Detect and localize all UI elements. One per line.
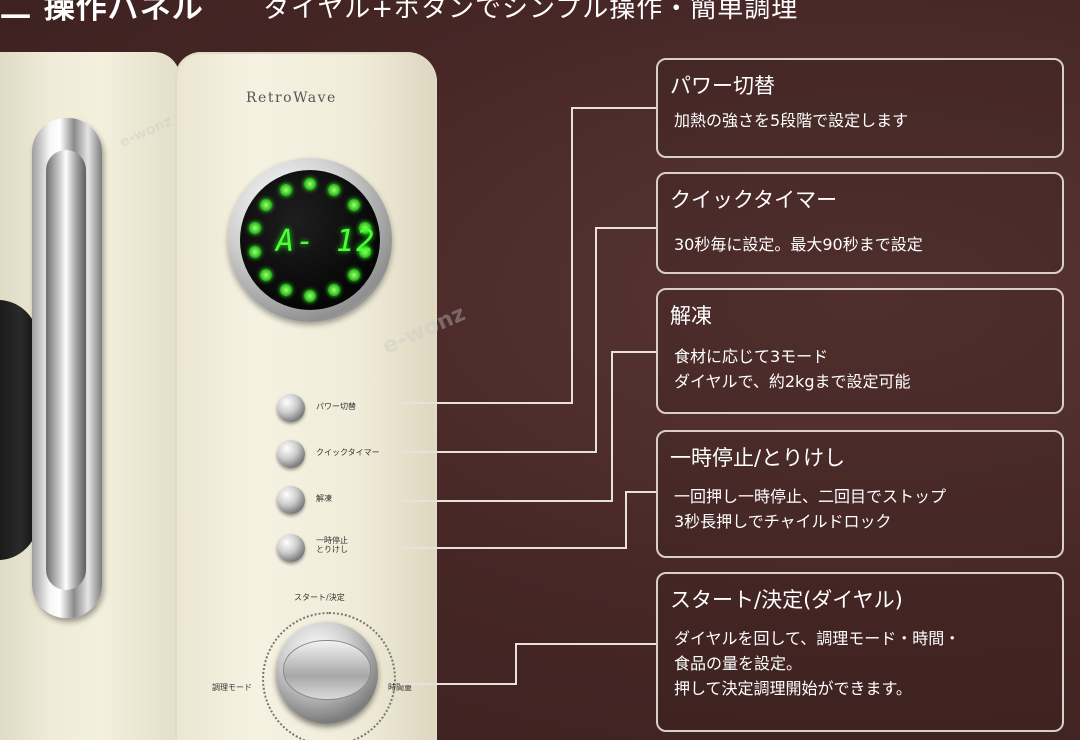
dial-grip[interactable] xyxy=(283,640,371,700)
callout-defrost-line2: ダイヤルで、約2kgまで設定可能 xyxy=(674,372,911,391)
callout-dial-line3: 押して決定調理開始ができます。 xyxy=(674,679,912,698)
callout-dial-line1: ダイヤルを回して、調理モード・時間・ xyxy=(674,629,961,648)
dial-top-label: スタート/決定 xyxy=(294,593,345,602)
brand-logo: RetroWave xyxy=(246,90,337,106)
callout-pause-line2: 3秒長押しでチャイルドロック xyxy=(674,512,892,531)
led-indicator xyxy=(347,268,360,281)
callout-power-title: パワー切替 xyxy=(670,74,775,98)
led-indicator xyxy=(358,246,371,259)
dial-right-label: 時間量 xyxy=(388,683,412,692)
callout-quick-timer: クイックタイマー 30秒毎に設定。最大90秒まで設定 xyxy=(656,172,1064,274)
pause-cancel-label: 一時停止 とりけし xyxy=(316,536,348,554)
quick-timer-label: クイックタイマー xyxy=(316,448,380,457)
callout-power: パワー切替 加熱の強さを5段階で設定します xyxy=(656,58,1064,158)
power-switch-button[interactable] xyxy=(277,394,305,422)
callout-pause: 一時停止/とりけし 一回押し一時停止、二回目でストップ 3秒長押しでチャイルドロ… xyxy=(656,430,1064,558)
callout-defrost-line1: 食材に応じて3モード xyxy=(674,347,829,366)
defrost-button[interactable] xyxy=(277,486,305,514)
callout-dial: スタート/決定(ダイヤル) ダイヤルを回して、調理モード・時間・ 食品の量を設定… xyxy=(656,572,1064,732)
pause-cancel-label-line1: 一時停止 xyxy=(316,536,348,545)
display-readout: A- 12 xyxy=(276,224,377,259)
led-indicator xyxy=(304,178,316,190)
callout-power-body: 加熱の強さを5段階で設定します xyxy=(674,108,908,133)
callout-pause-title: 一時停止/とりけし xyxy=(670,446,846,470)
header: 二 操作パネル ダイヤル+ボタンでシンプル操作・簡単調理 xyxy=(0,0,1080,40)
dial-left-label: 調理モード xyxy=(212,683,252,692)
led-indicator xyxy=(328,183,341,196)
callout-pause-line1: 一回押し一時停止、二回目でストップ xyxy=(674,487,947,506)
led-indicator xyxy=(249,246,262,259)
callout-dial-body: ダイヤルを回して、調理モード・時間・ 食品の量を設定。 押して決定調理開始ができ… xyxy=(674,626,960,701)
door-window xyxy=(0,300,38,560)
door-handle-highlight xyxy=(46,150,86,590)
callout-dial-line2: 食品の量を設定。 xyxy=(674,654,803,673)
led-indicator xyxy=(249,221,262,234)
led-indicator xyxy=(279,284,292,297)
callout-defrost-body: 食材に応じて3モード ダイヤルで、約2kgまで設定可能 xyxy=(674,344,910,394)
header-title: 二 操作パネル xyxy=(0,0,204,26)
callout-power-line1: 加熱の強さを5段階で設定します xyxy=(674,111,909,130)
callout-dial-title: スタート/決定(ダイヤル) xyxy=(670,588,903,612)
callout-quick-timer-title: クイックタイマー xyxy=(670,188,838,212)
power-switch-label: パワー切替 xyxy=(316,402,356,411)
defrost-label: 解凍 xyxy=(316,494,332,503)
callout-pause-body: 一回押し一時停止、二回目でストップ 3秒長押しでチャイルドロック xyxy=(674,484,946,534)
led-indicator xyxy=(358,221,371,234)
display-screen xyxy=(240,170,380,310)
pause-cancel-button[interactable] xyxy=(277,534,305,562)
header-subtitle: ダイヤル+ボタンでシンプル操作・簡単調理 xyxy=(264,0,799,24)
led-indicator xyxy=(260,268,273,281)
callout-defrost-title: 解凍 xyxy=(670,304,712,328)
led-indicator xyxy=(260,199,273,212)
pause-cancel-label-line2: とりけし xyxy=(316,545,348,554)
callout-quick-timer-line1: 30秒毎に設定。最大90秒まで設定 xyxy=(674,235,923,254)
dial-scale xyxy=(262,612,396,740)
led-indicator xyxy=(328,284,341,297)
led-indicator xyxy=(279,183,292,196)
led-indicator xyxy=(347,199,360,212)
quick-timer-button[interactable] xyxy=(277,440,305,468)
callout-quick-timer-body: 30秒毎に設定。最大90秒まで設定 xyxy=(674,232,923,257)
callout-defrost: 解凍 食材に応じて3モード ダイヤルで、約2kgまで設定可能 xyxy=(656,288,1064,414)
led-indicator xyxy=(304,290,316,302)
